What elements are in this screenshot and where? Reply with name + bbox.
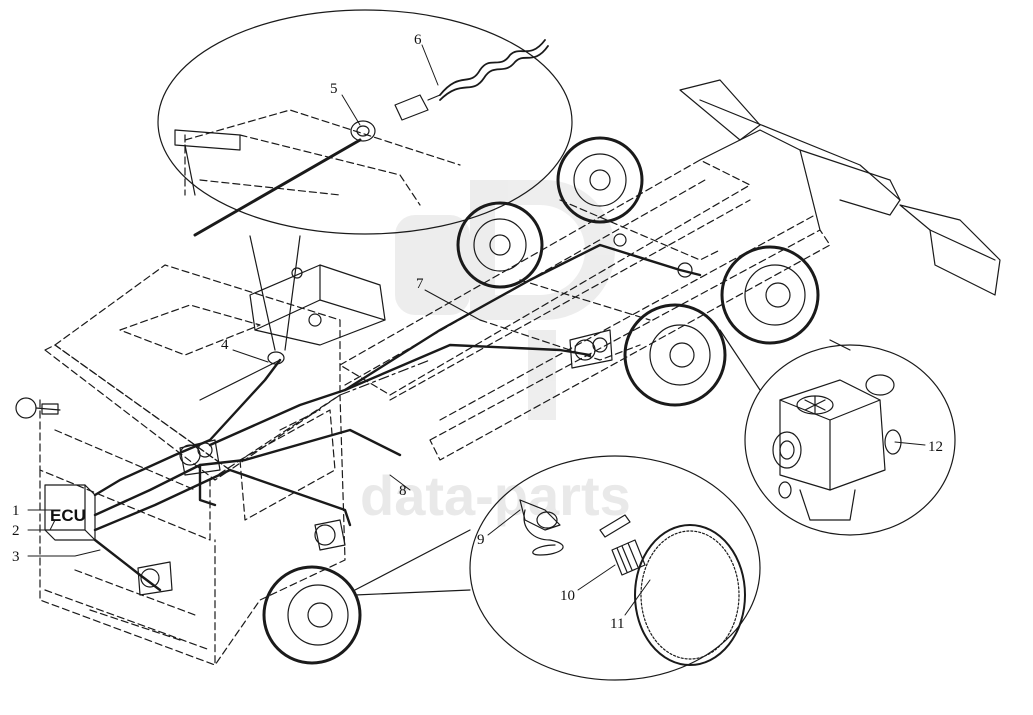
ecu-label: ECU <box>50 506 86 525</box>
side-mirror <box>15 397 61 419</box>
tone-ring <box>634 524 746 666</box>
air-tank-assembly <box>249 264 386 346</box>
callout-11: 11 <box>610 616 624 632</box>
callout-10: 10 <box>560 588 575 604</box>
callout-1: 1 <box>12 503 20 519</box>
callout-5: 5 <box>330 81 338 97</box>
watermark-logo <box>395 180 615 420</box>
rear-wheel-4 <box>720 245 820 345</box>
detail-view-valve <box>719 329 956 536</box>
callout-6: 6 <box>414 32 422 48</box>
callout-7: 7 <box>416 276 424 292</box>
sensor-bushing-pin <box>599 514 631 538</box>
ecu-module: ECU <box>44 484 96 541</box>
modulator-valve-front <box>179 439 221 476</box>
callout-labels: 1 2 3 4 5 6 7 8 9 10 11 12 <box>12 32 943 632</box>
modulator-valve-chassis <box>569 329 613 369</box>
detail-view-sensor-kit <box>354 455 761 681</box>
sensor-sleeve <box>611 539 646 576</box>
watermark-text: data-parts <box>360 464 631 527</box>
modulator-valve-rear <box>613 233 693 278</box>
callout-2: 2 <box>12 523 20 539</box>
callout-12: 12 <box>928 439 943 455</box>
rear-wheel-1 <box>456 201 544 289</box>
rear-wheel-2 <box>556 136 644 224</box>
front-wheel <box>262 565 362 665</box>
callout-9: 9 <box>477 532 485 548</box>
sensor-4-grommet <box>199 351 285 401</box>
modulator-valve-lower <box>137 561 173 596</box>
callout-4: 4 <box>221 337 229 353</box>
rear-wheel-3 <box>623 303 727 407</box>
callout-leaders <box>27 44 926 616</box>
callout-3: 3 <box>12 549 20 565</box>
chassis-frame <box>339 79 901 461</box>
detail-view-top <box>157 9 573 351</box>
callout-8: 8 <box>399 483 407 499</box>
rear-mudflap <box>899 204 1001 296</box>
front-wheel-sensor <box>314 519 346 551</box>
wheel-speed-sensor <box>519 499 564 556</box>
